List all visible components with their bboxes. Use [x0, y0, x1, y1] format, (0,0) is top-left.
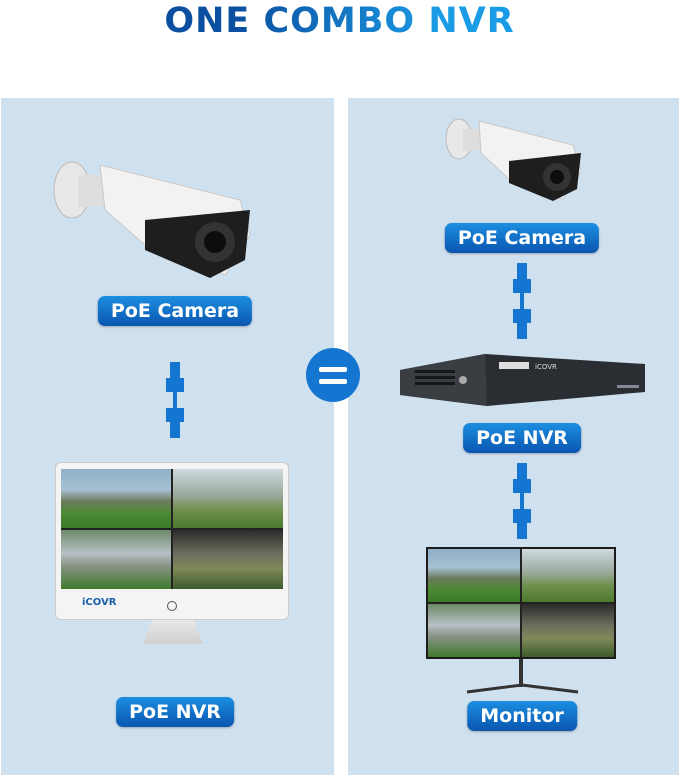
nvr-recorder-icon: iCOVR	[400, 354, 645, 406]
svg-text:iCOVR: iCOVR	[535, 363, 557, 371]
ethernet-cable-icon	[513, 263, 531, 339]
monitor-stand	[519, 659, 523, 687]
power-icon	[167, 601, 177, 611]
page-title: ONE COMBO NVR	[0, 0, 679, 42]
bullet-camera-icon	[445, 118, 582, 201]
right-monitor-label: Monitor	[467, 701, 577, 731]
monitor-base	[466, 683, 579, 694]
equals-icon	[306, 348, 360, 402]
left-poe-camera-label: PoE Camera	[97, 296, 253, 326]
right-poe-nvr-label: PoE NVR	[463, 423, 581, 453]
right-poe-camera-label: PoE Camera	[444, 223, 600, 253]
ethernet-cable-icon	[513, 463, 531, 539]
ethernet-cable-icon	[166, 362, 184, 438]
all-in-one-nvr-monitor: iCOVR	[55, 462, 289, 620]
monitor-stand	[143, 620, 203, 644]
brand-logo: iCOVR	[82, 597, 117, 608]
left-poe-nvr-label: PoE NVR	[116, 697, 234, 727]
monitor-icon	[426, 547, 616, 659]
bullet-camera-icon	[53, 161, 251, 278]
